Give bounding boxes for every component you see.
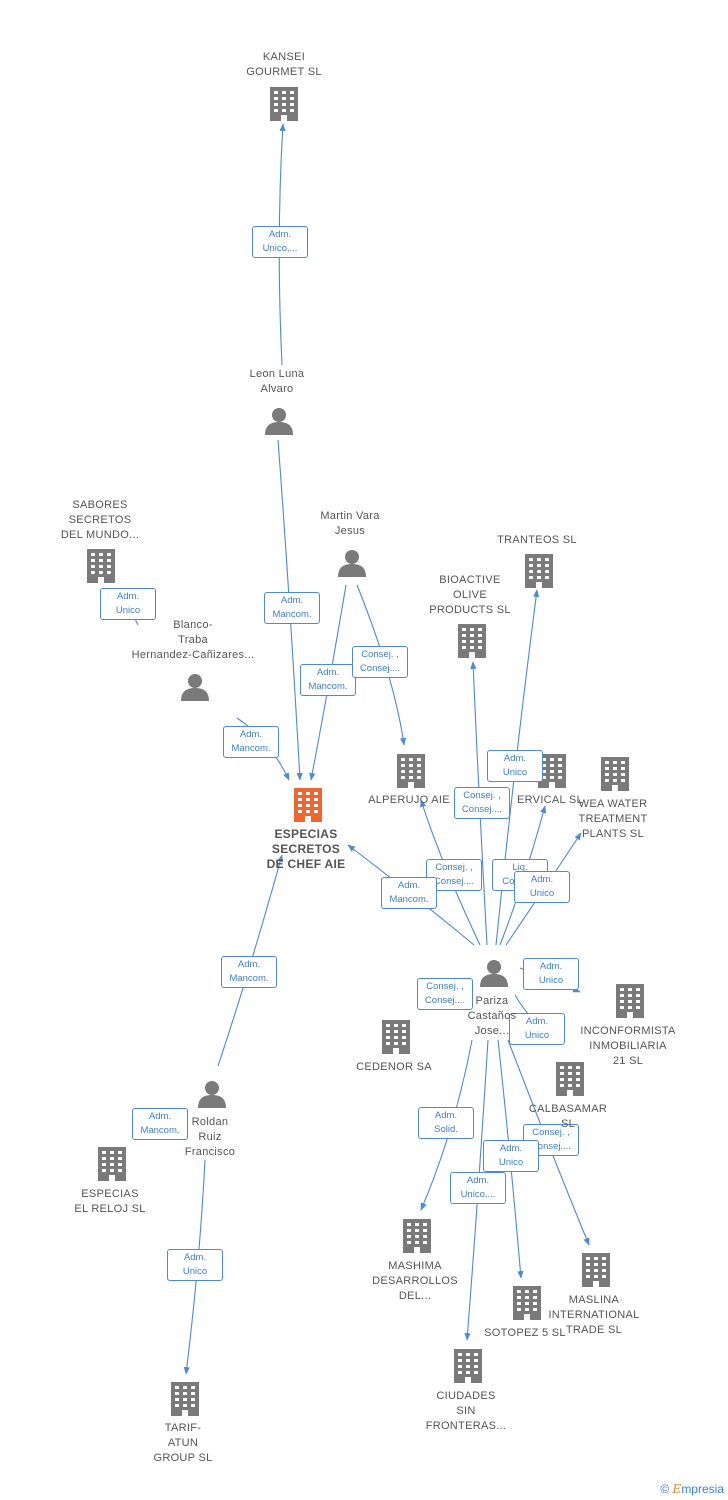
copyright-symbol: © — [660, 1482, 670, 1496]
node-label-bioactive[interactable]: BIOACTIVE OLIVE PRODUCTS SL — [429, 574, 511, 616]
node-label-calbasamar[interactable]: CALBASAMAR SL — [528, 1103, 608, 1130]
relation-label-martin-alperujo[interactable]: Consej. , Consej.... — [352, 646, 408, 678]
ciudades-building-icon[interactable] — [454, 1349, 482, 1383]
node-label-cedenor[interactable]: CEDENOR SA — [356, 1061, 432, 1073]
relation-label-pariza-sotopez[interactable]: Adm. Unico — [483, 1140, 539, 1172]
relation-label-pariza-inconformista[interactable]: Adm. Unico — [523, 958, 579, 990]
relation-label-pariza-cedenor[interactable]: Consej. , Consej.... — [417, 978, 473, 1010]
relation-label-roldan-tarif[interactable]: Adm. Unico — [167, 1249, 223, 1281]
node-label-martin[interactable]: Martin Vara Jesus — [320, 510, 380, 537]
wea-building-icon[interactable] — [601, 757, 629, 791]
node-label-tranteos[interactable]: TRANTEOS SL — [497, 534, 577, 546]
relation-label-roldan-especias_reloj[interactable]: Adm. Mancom. — [132, 1108, 188, 1140]
maslina-building-icon[interactable] — [582, 1253, 610, 1287]
relation-label-pariza-tranteos[interactable]: Adm. Unico — [487, 750, 543, 782]
node-label-especias_reloj[interactable]: ESPECIAS EL RELOJ SL — [74, 1188, 146, 1215]
brand-name: mpresia — [681, 1482, 724, 1496]
node-label-wea[interactable]: WEA WATER TREATMENT PLANTS SL — [578, 798, 648, 840]
node-label-mashima[interactable]: MASHIMA DESARROLLOS DEL... — [372, 1260, 458, 1302]
mashima-building-icon[interactable] — [403, 1219, 431, 1253]
node-label-sotopez[interactable]: SOTOPEZ 5 SL — [484, 1327, 566, 1339]
relation-label-pariza-ciudades[interactable]: Adm. Unico,... — [450, 1172, 506, 1204]
blanco-person-icon[interactable] — [181, 674, 209, 701]
leon-person-icon[interactable] — [265, 408, 293, 435]
especias_chef-building-icon[interactable] — [294, 788, 322, 822]
inconformista-building-icon[interactable] — [616, 984, 644, 1018]
relation-label-martin-especias_chef[interactable]: Adm. Mancom. — [300, 664, 356, 696]
brand-initial: E — [672, 1482, 682, 1496]
node-label-roldan[interactable]: Roldan Ruiz Francisco — [184, 1116, 236, 1158]
node-label-cervical[interactable]: ERVICAL SL — [517, 794, 583, 806]
pariza-person-icon[interactable] — [480, 960, 508, 987]
relation-label-roldan-especias_chef[interactable]: Adm. Mancom. — [221, 956, 277, 988]
node-label-ciudades[interactable]: CIUDADES SIN FRONTERAS... — [425, 1390, 507, 1432]
relation-label-pariza-mashima[interactable]: Adm. Solid. — [418, 1107, 474, 1139]
node-label-maslina[interactable]: MASLINA INTERNATIONAL TRADE SL — [548, 1294, 640, 1336]
node-label-kansei[interactable]: KANSEI GOURMET SL — [246, 51, 322, 78]
node-label-pariza[interactable]: Pariza Castaños Jose... — [467, 995, 517, 1037]
especias_reloj-building-icon[interactable] — [98, 1147, 126, 1181]
node-label-leon[interactable]: Leon Luna Alvaro — [249, 368, 305, 395]
cedenor-building-icon[interactable] — [382, 1020, 410, 1054]
relation-label-blanco-especias_chef[interactable]: Adm. Mancom. — [223, 726, 279, 758]
node-label-sabores[interactable]: SABORES SECRETOS DEL MUNDO... — [60, 499, 140, 541]
roldan-person-icon[interactable] — [198, 1081, 226, 1108]
martin-person-icon[interactable] — [338, 550, 366, 577]
node-label-especias_chef[interactable]: ESPECIAS SECRETOS DE CHEF AIE — [266, 827, 346, 871]
edges-layer — [121, 123, 590, 1375]
relation-label-leon-kansei[interactable]: Adm. Unico,... — [252, 226, 308, 258]
relation-label-blanco-sabores[interactable]: Adm. Unico — [100, 588, 156, 620]
tarif-building-icon[interactable] — [171, 1382, 199, 1416]
node-label-inconformista[interactable]: INCONFORMISTA INMOBILIARIA 21 SL — [580, 1025, 676, 1067]
alperujo-building-icon[interactable] — [397, 754, 425, 788]
node-label-tarif[interactable]: TARIF- ATUN GROUP SL — [153, 1422, 213, 1464]
relation-label-pariza-especias_chef[interactable]: Adm. Mancom. — [381, 877, 437, 909]
node-label-alperujo[interactable]: ALPERUJO AIE — [368, 794, 450, 806]
bioactive-building-icon[interactable] — [458, 624, 486, 658]
relation-label-pariza-wea[interactable]: Adm. Unico — [514, 871, 570, 903]
node-label-blanco[interactable]: Blanco- Traba Hernandez-Cañizares... — [131, 619, 255, 661]
sabores-building-icon[interactable] — [87, 549, 115, 583]
copyright-notice[interactable]: © Empresia — [660, 1482, 724, 1496]
relation-label-pariza-calbasamar[interactable]: Adm. Unico — [509, 1013, 565, 1045]
relation-label-pariza-bioactive[interactable]: Consej. , Consej.... — [454, 787, 510, 819]
kansei-building-icon[interactable] — [270, 87, 298, 121]
relation-label-leon-especias_chef[interactable]: Adm. Mancom. — [264, 592, 320, 624]
